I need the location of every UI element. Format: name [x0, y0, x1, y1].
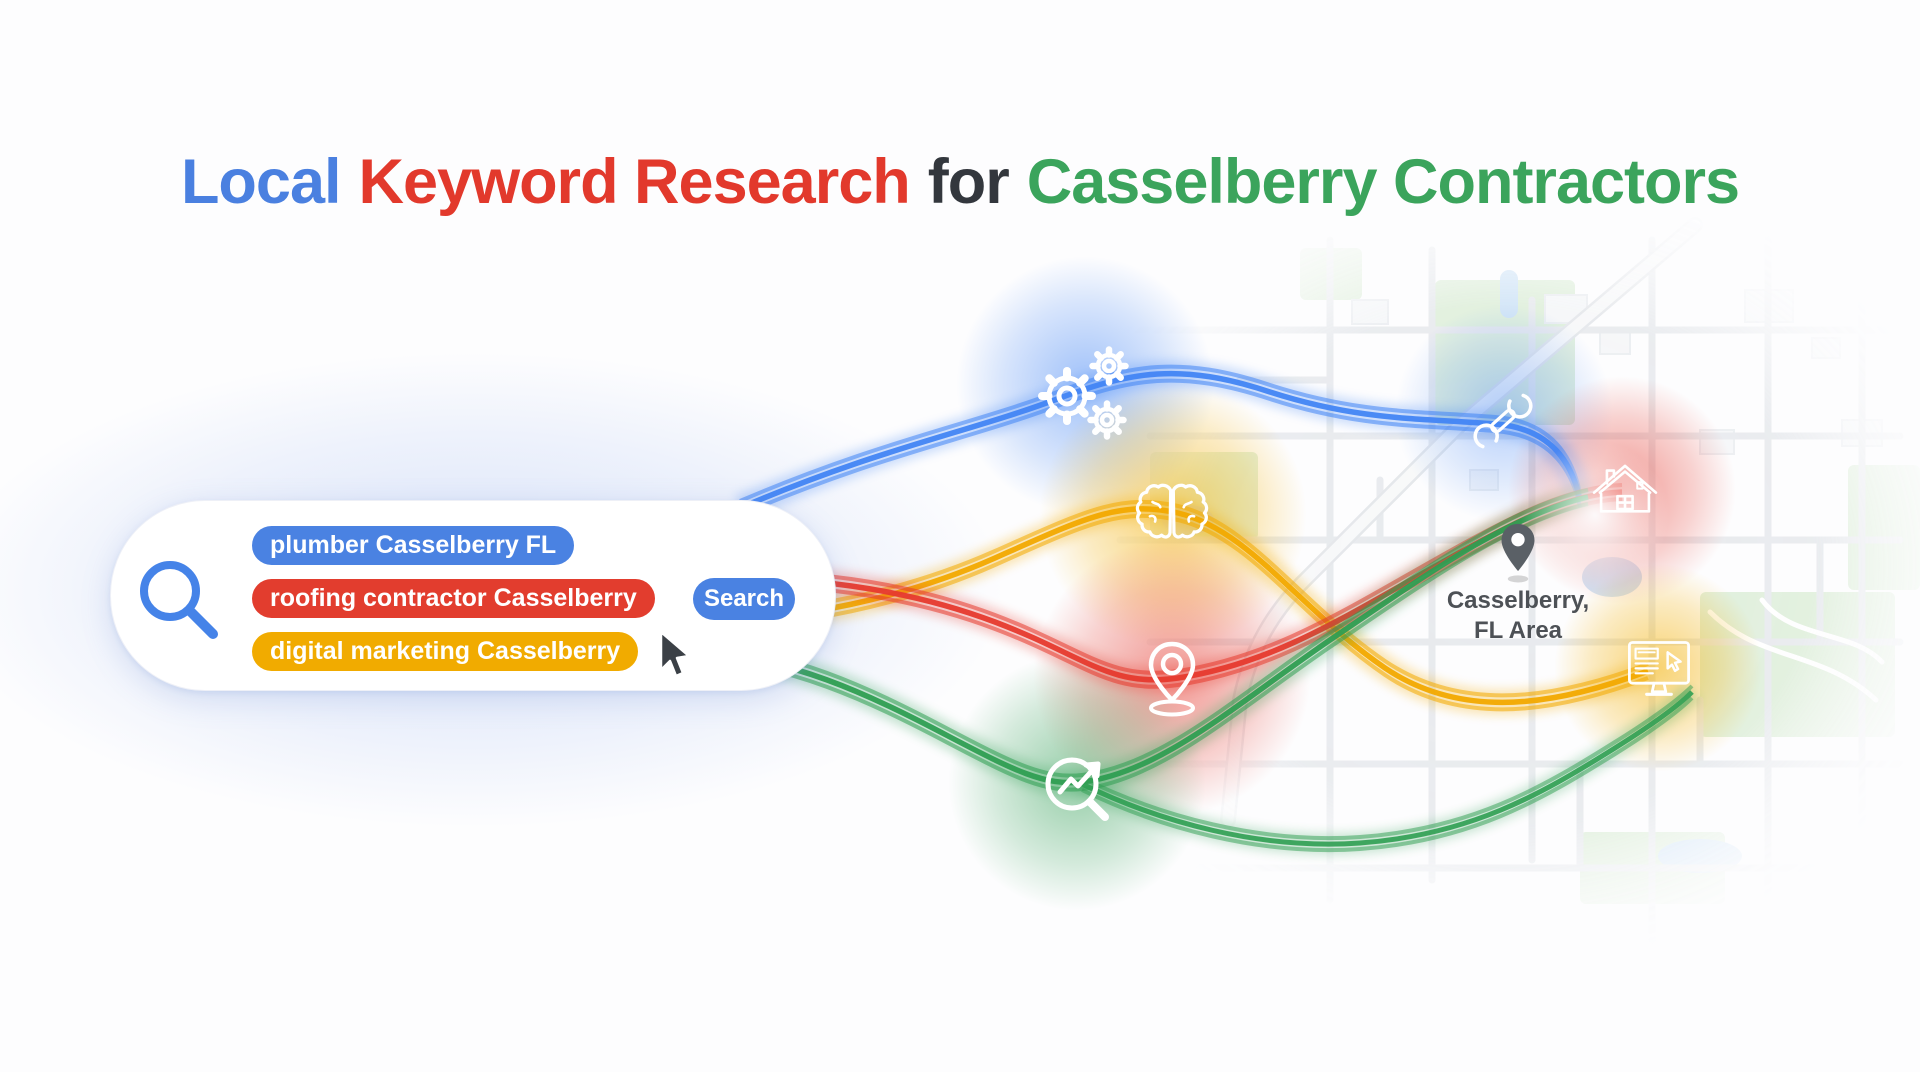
search-button[interactable]: Search	[693, 578, 795, 620]
title-segment-casselberry-contractors: Casselberry Contractors	[1026, 147, 1740, 218]
growth-magnifier-icon	[1045, 757, 1109, 821]
title-segment-local: Local	[180, 147, 342, 218]
search-bar: plumber Casselberry FL roofing contracto…	[110, 500, 836, 691]
wrench-icon	[1473, 393, 1533, 449]
map-location-line1: Casselberry,	[1446, 587, 1590, 614]
keyword-pill-plumber[interactable]: plumber Casselberry FL	[252, 526, 575, 565]
house-icon	[1592, 464, 1658, 513]
brain-icon	[1135, 483, 1209, 539]
keyword-pill-roofing[interactable]: roofing contractor Casselberry	[252, 579, 655, 618]
keyword-pill-digital-marketing[interactable]: digital marketing Casselberry	[252, 632, 639, 671]
mouse-pointer-icon	[659, 630, 691, 678]
search-icon	[140, 561, 218, 639]
location-pin-icon	[1148, 641, 1196, 717]
gears-icon	[1038, 346, 1129, 440]
map-pin-icon	[1501, 523, 1535, 583]
title-segment-keyword-research: Keyword Research	[358, 147, 911, 218]
map-location-label: Casselberry, FL Area	[1398, 586, 1638, 646]
title-segment-for: for	[927, 147, 1010, 218]
map-location-line2: FL Area	[1473, 617, 1563, 644]
